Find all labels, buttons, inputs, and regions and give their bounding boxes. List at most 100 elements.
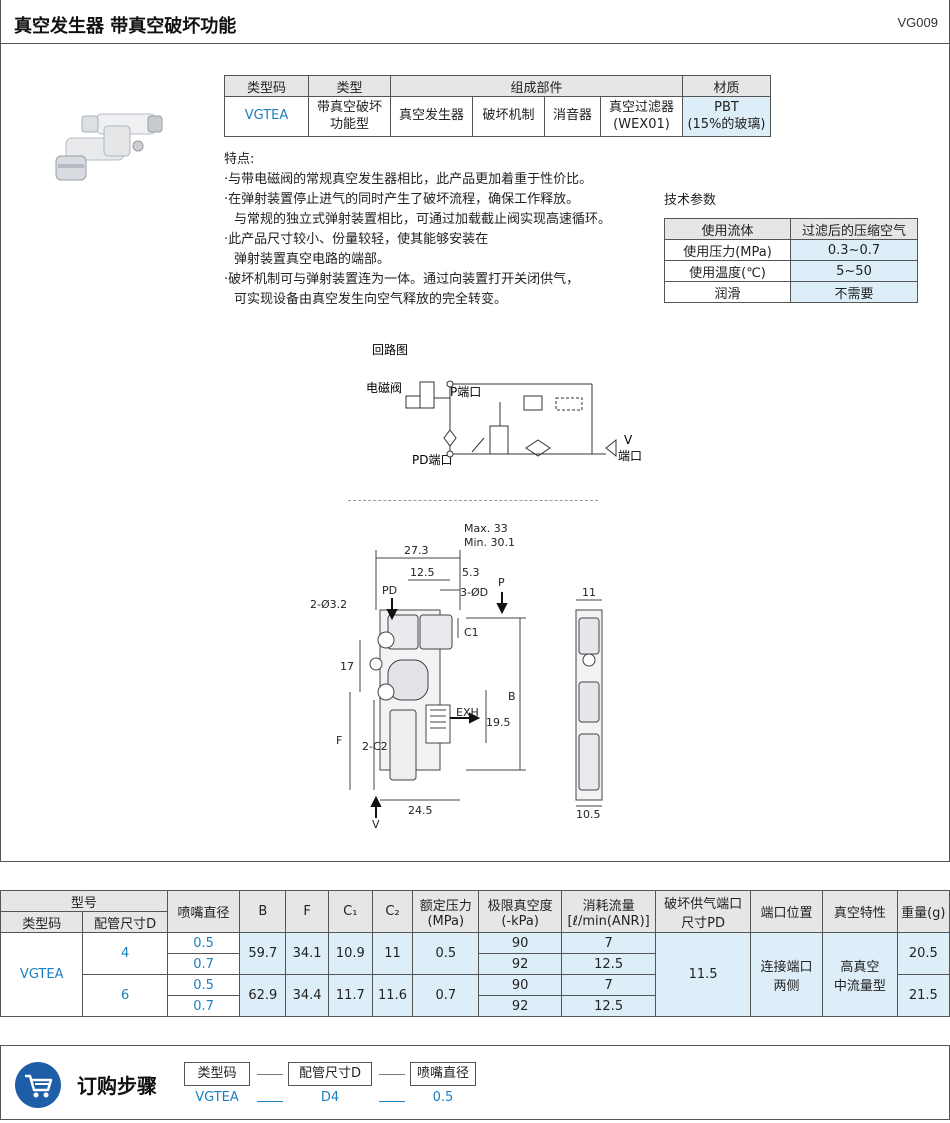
feature-line: ·此产品尺寸较小、份量较轻，使其能够安装在 bbox=[224, 232, 489, 247]
connector bbox=[379, 1101, 405, 1102]
dim-24-5: 24.5 bbox=[408, 804, 433, 817]
p-port-label: P端口 bbox=[450, 385, 481, 399]
step-nozzle: 喷嘴直径 bbox=[410, 1062, 476, 1086]
th-vacchar: 真空特性 bbox=[822, 890, 898, 933]
dim-11: 11 bbox=[582, 586, 596, 599]
b-cell: 62.9 bbox=[239, 974, 287, 1017]
order-title: 订购步骤 bbox=[77, 1074, 157, 1098]
pipe-cell: 4 bbox=[82, 932, 168, 975]
page-header: 真空发生器 带真空破坏功能 VG009 bbox=[0, 0, 950, 44]
type-table: 类型码 类型 组成部件 材质 VGTEA 带真空破坏功能型 真空发生器 破坏机制… bbox=[224, 75, 771, 137]
vacchar-cell: 高真空中流量型 bbox=[822, 932, 898, 1017]
th-b: B bbox=[239, 890, 287, 933]
pd-port-label: PD端口 bbox=[412, 453, 452, 467]
vac-cell: 92 bbox=[478, 995, 562, 1017]
feature-line: ·与带电磁阀的常规真空发生器相比，此产品更加着重于性价比。 bbox=[224, 172, 593, 187]
dim-17: 17 bbox=[340, 660, 354, 673]
c1-cell: 11.7 bbox=[327, 974, 373, 1017]
connector bbox=[257, 1101, 283, 1102]
step-type-code: 类型码 bbox=[184, 1062, 250, 1086]
table-row: 0.7 92 12.5 bbox=[1, 995, 950, 1017]
dim-5-3: 5.3 bbox=[462, 566, 480, 579]
nozzle-cell: 0.7 bbox=[166, 995, 241, 1017]
cart-icon bbox=[15, 1062, 61, 1108]
th-pd: 破坏供气端口尺寸PD bbox=[655, 890, 751, 933]
port-cell: 连接端口两侧 bbox=[749, 932, 824, 1017]
step-pipe-size: 配管尺寸D bbox=[288, 1062, 372, 1086]
th-f: F bbox=[285, 890, 329, 933]
features-heading: 特点: bbox=[224, 152, 255, 167]
dim-min: Min. 30.1 bbox=[464, 536, 515, 549]
tech-value: 0.3~0.7 bbox=[790, 239, 918, 261]
label-exh: EXH bbox=[456, 706, 479, 719]
circuit-diagram: 回路图 电磁阀 P端口 PD端口 V 端口 bbox=[366, 342, 642, 467]
th-nozzle: 喷嘴直径 bbox=[166, 890, 241, 933]
dim-19-5: 19.5 bbox=[486, 716, 511, 729]
dim-12-5: 12.5 bbox=[410, 566, 435, 579]
c1-cell: 10.9 bbox=[327, 932, 373, 975]
dim-10-5: 10.5 bbox=[576, 808, 601, 821]
pressure-cell: 0.5 bbox=[412, 932, 480, 975]
weight-cell: 20.5 bbox=[896, 932, 950, 975]
type-code-cell: VGTEA bbox=[224, 96, 309, 137]
nozzle-cell: 0.7 bbox=[166, 953, 241, 975]
circuit-title: 回路图 bbox=[372, 342, 408, 357]
dim-max: Max. 33 bbox=[464, 522, 508, 535]
divider bbox=[348, 500, 598, 501]
vac-cell: 90 bbox=[478, 974, 562, 996]
dim-c1: C1 bbox=[464, 626, 479, 639]
label-p: P bbox=[498, 576, 505, 589]
tech-value: 5~50 bbox=[790, 260, 918, 282]
tech-label: 使用压力(MPa) bbox=[664, 239, 791, 261]
order-steps: 订购步骤 类型码 配管尺寸D 喷嘴直径 VGTEA D4 0.5 bbox=[0, 1045, 950, 1120]
connector bbox=[379, 1074, 405, 1075]
th-parts: 组成部件 bbox=[390, 75, 683, 97]
tech-label: 润滑 bbox=[664, 281, 791, 303]
dim-b: B bbox=[508, 690, 516, 703]
value-type-code: VGTEA bbox=[195, 1090, 239, 1105]
f-cell: 34.4 bbox=[285, 974, 329, 1017]
tech-label: 使用温度(℃) bbox=[664, 260, 791, 282]
type-cell: 带真空破坏功能型 bbox=[308, 96, 391, 137]
th-c2: C₂ bbox=[371, 890, 414, 933]
flow-cell: 7 bbox=[560, 974, 657, 996]
feature-line: 与常规的独立式弹射装置相比，可通过加载截止阀实现高速循环。 bbox=[234, 212, 612, 227]
flow-cell: 12.5 bbox=[560, 953, 657, 975]
th-weight: 重量(g) bbox=[896, 890, 950, 933]
dim-c2: 2-C2 bbox=[362, 740, 388, 753]
label-pd: PD bbox=[382, 584, 397, 597]
feature-line: 可实现设备由真空发生向空气释放的完全转变。 bbox=[234, 292, 508, 307]
pipe-cell: 6 bbox=[82, 974, 168, 1017]
tech-table: 使用流体过滤后的压缩空气 使用压力(MPa)0.3~0.7 使用温度(℃)5~5… bbox=[664, 218, 918, 303]
dimension-drawing: Max. 33 Min. 30.1 27.3 12.5 5.3 3-ØD 2-Ø… bbox=[310, 522, 603, 830]
dim-27-3: 27.3 bbox=[404, 544, 429, 557]
th-model: 型号 bbox=[0, 890, 168, 912]
tech-label: 使用流体 bbox=[664, 218, 791, 240]
th-flow: 消耗流量[ℓ/min(ANR)] bbox=[560, 890, 657, 933]
tech-title: 技术参数 bbox=[664, 193, 717, 208]
feature-line: ·破坏机制可与弹射装置连为一体。通过向装置打开关闭供气， bbox=[224, 272, 580, 287]
features-block: 特点: ·与带电磁阀的常规真空发生器相比，此产品更加着重于性价比。 ·在弹射装置… bbox=[224, 150, 611, 310]
f-cell: 34.1 bbox=[285, 932, 329, 975]
th-pressure: 额定压力(MPa) bbox=[412, 890, 480, 933]
value-pipe-size: D4 bbox=[320, 1090, 340, 1105]
dim-f: F bbox=[336, 734, 342, 747]
c2-cell: 11.6 bbox=[371, 974, 414, 1017]
pressure-cell: 0.7 bbox=[412, 974, 480, 1017]
part-cell: 消音器 bbox=[544, 96, 601, 137]
flow-cell: 7 bbox=[560, 932, 657, 954]
tech-value: 过滤后的压缩空气 bbox=[790, 218, 918, 240]
pd-cell: 11.5 bbox=[655, 932, 751, 1017]
th-c1: C₁ bbox=[327, 890, 373, 933]
product-image bbox=[55, 113, 163, 181]
flow-cell: 12.5 bbox=[560, 995, 657, 1017]
page-code: VG009 bbox=[897, 15, 938, 30]
th-type-code: 类型码 bbox=[0, 911, 84, 933]
spec-table: 型号 喷嘴直径 B F C₁ C₂ 额定压力(MPa) 极限真空度(-kPa) … bbox=[0, 890, 950, 1017]
nozzle-cell: 0.5 bbox=[166, 932, 241, 954]
table-row: VGTEA 4 0.5 59.7 34.1 10.9 11 0.5 90 7 1… bbox=[0, 932, 950, 1017]
th-port: 端口位置 bbox=[749, 890, 824, 933]
type-code-cell: VGTEA bbox=[0, 932, 84, 1017]
page-title: 真空发生器 带真空破坏功能 bbox=[14, 16, 237, 37]
th-vacuum: 极限真空度(-kPa) bbox=[478, 890, 562, 933]
